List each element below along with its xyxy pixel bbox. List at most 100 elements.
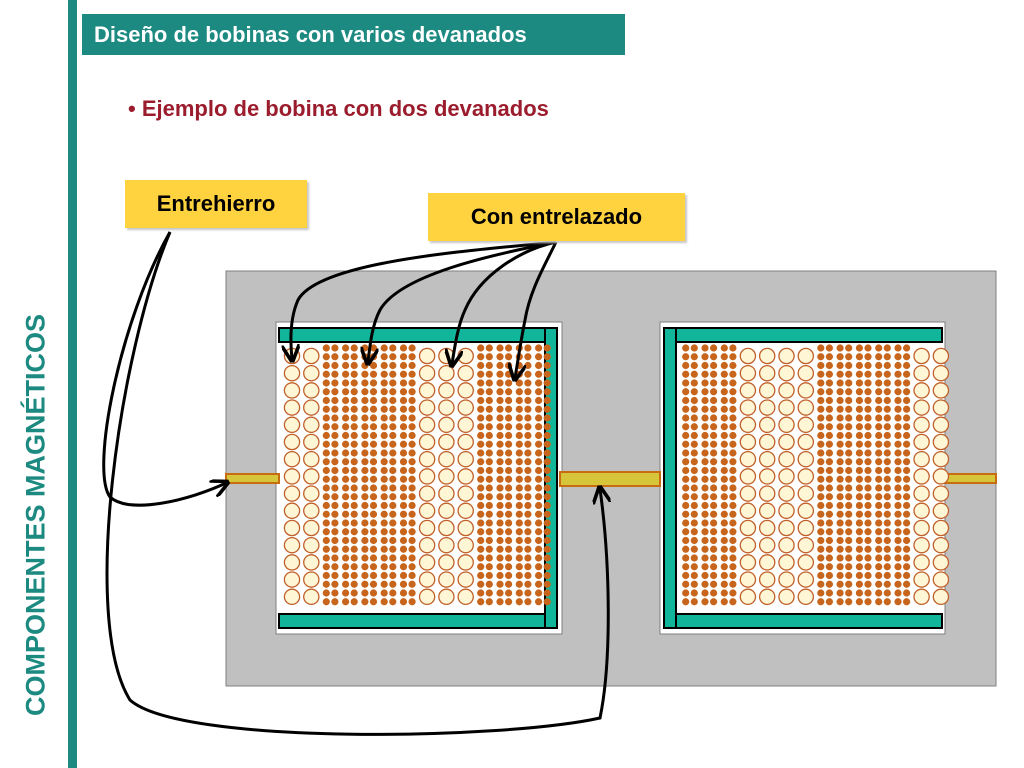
winding-conductor-small bbox=[524, 580, 532, 588]
winding-conductor-small bbox=[710, 440, 718, 448]
winding-conductor-small bbox=[836, 589, 844, 597]
winding-conductor-small bbox=[380, 493, 388, 501]
winding-conductor-small bbox=[399, 361, 408, 370]
winding-conductor-small bbox=[690, 405, 698, 413]
winding-conductor-small bbox=[825, 475, 834, 483]
winding-conductor-small bbox=[524, 379, 532, 387]
winding-conductor-small bbox=[505, 510, 513, 518]
winding-conductor-small bbox=[380, 396, 388, 405]
winding-conductor-small bbox=[389, 353, 397, 361]
winding-conductor-small bbox=[825, 440, 834, 448]
winding-conductor-small bbox=[389, 484, 397, 492]
winding-conductor-small bbox=[380, 563, 388, 571]
winding-conductor-small bbox=[496, 423, 504, 431]
winding-conductor-small bbox=[380, 449, 388, 457]
winding-conductor-small bbox=[903, 379, 911, 387]
winding-conductor-small bbox=[485, 396, 493, 405]
winding-conductor-small bbox=[477, 475, 485, 483]
winding-conductor-small bbox=[825, 580, 834, 588]
winding-conductor-small bbox=[361, 431, 369, 440]
winding-conductor-small bbox=[369, 563, 378, 571]
winding-conductor-small bbox=[883, 466, 891, 475]
winding-conductor-small bbox=[543, 440, 551, 448]
winding-conductor-small bbox=[690, 580, 698, 588]
winding-conductor-small bbox=[855, 475, 864, 483]
winding-conductor-small bbox=[361, 493, 369, 501]
winding-conductor-small bbox=[342, 440, 350, 448]
winding-conductor-small bbox=[342, 449, 350, 457]
winding-conductor-small bbox=[535, 545, 543, 553]
winding-conductor-small bbox=[524, 388, 532, 396]
winding-conductor-small bbox=[682, 449, 690, 457]
winding-conductor-small bbox=[845, 536, 853, 545]
winding-conductor-large bbox=[457, 416, 474, 434]
winding-conductor-small bbox=[875, 484, 883, 492]
winding-conductor-small bbox=[701, 545, 709, 553]
winding-conductor-small bbox=[864, 536, 872, 545]
winding-conductor-small bbox=[505, 589, 513, 597]
winding-conductor-small bbox=[515, 501, 523, 510]
winding-conductor-small bbox=[505, 440, 513, 448]
winding-conductor-small bbox=[331, 493, 339, 501]
winding-conductor-small bbox=[825, 361, 834, 370]
winding-conductor-small bbox=[701, 563, 709, 571]
winding-conductor-large bbox=[932, 399, 950, 416]
winding-conductor-small bbox=[894, 361, 902, 370]
winding-conductor-small bbox=[817, 423, 825, 431]
winding-conductor-small bbox=[701, 344, 709, 352]
winding-conductor-small bbox=[903, 361, 911, 370]
winding-conductor-small bbox=[690, 423, 698, 431]
winding-conductor-small bbox=[903, 501, 911, 510]
winding-conductor-small bbox=[543, 458, 551, 466]
winding-conductor-large bbox=[758, 347, 776, 365]
winding-conductor-large bbox=[932, 554, 950, 571]
winding-conductor-small bbox=[864, 431, 872, 440]
winding-conductor-small bbox=[690, 431, 698, 440]
winding-conductor-small bbox=[682, 475, 690, 483]
winding-conductor-small bbox=[825, 379, 834, 387]
winding-conductor-large bbox=[457, 485, 474, 502]
winding-conductor-large bbox=[418, 502, 436, 520]
winding-conductor-large bbox=[739, 347, 757, 365]
winding-conductor-small bbox=[845, 458, 853, 466]
winding-conductor-small bbox=[836, 493, 844, 501]
winding-conductor-large bbox=[932, 519, 950, 537]
winding-conductor-small bbox=[408, 545, 416, 553]
winding-conductor-small bbox=[515, 396, 523, 405]
winding-conductor-small bbox=[369, 353, 378, 361]
winding-conductor-small bbox=[369, 598, 378, 606]
winding-conductor-small bbox=[720, 431, 728, 440]
winding-conductor-small bbox=[389, 493, 397, 501]
winding-conductor-small bbox=[875, 589, 883, 597]
winding-conductor-small bbox=[710, 431, 718, 440]
winding-conductor-small bbox=[825, 510, 834, 518]
winding-conductor-large bbox=[758, 450, 776, 468]
winding-conductor-small bbox=[894, 484, 902, 492]
winding-conductor-small bbox=[496, 563, 504, 571]
winding-conductor-small bbox=[408, 379, 416, 387]
winding-conductor-large bbox=[418, 399, 436, 416]
left-bobbin-bottom-flange bbox=[278, 613, 558, 629]
winding-conductor-small bbox=[903, 510, 911, 518]
winding-conductor-large bbox=[932, 588, 950, 606]
winding-conductor-small bbox=[701, 379, 709, 387]
winding-conductor-small bbox=[875, 353, 883, 361]
winding-conductor-small bbox=[894, 536, 902, 545]
winding-conductor-small bbox=[399, 458, 408, 466]
winding-conductor-small bbox=[477, 414, 485, 422]
winding-conductor-large bbox=[797, 519, 815, 537]
winding-conductor-small bbox=[883, 396, 891, 405]
winding-conductor-small bbox=[369, 431, 378, 440]
winding-conductor-small bbox=[894, 353, 902, 361]
winding-conductor-small bbox=[682, 458, 690, 466]
winding-conductor-small bbox=[690, 449, 698, 457]
winding-conductor-small bbox=[729, 449, 737, 457]
winding-conductor-small bbox=[535, 475, 543, 483]
winding-conductor-large bbox=[913, 554, 930, 571]
winding-conductor-large bbox=[778, 382, 795, 399]
winding-conductor-small bbox=[496, 353, 504, 361]
winding-conductor-large bbox=[418, 382, 436, 399]
winding-conductor-small bbox=[322, 598, 330, 606]
winding-conductor-large bbox=[739, 416, 757, 434]
winding-conductor-large bbox=[758, 364, 776, 382]
